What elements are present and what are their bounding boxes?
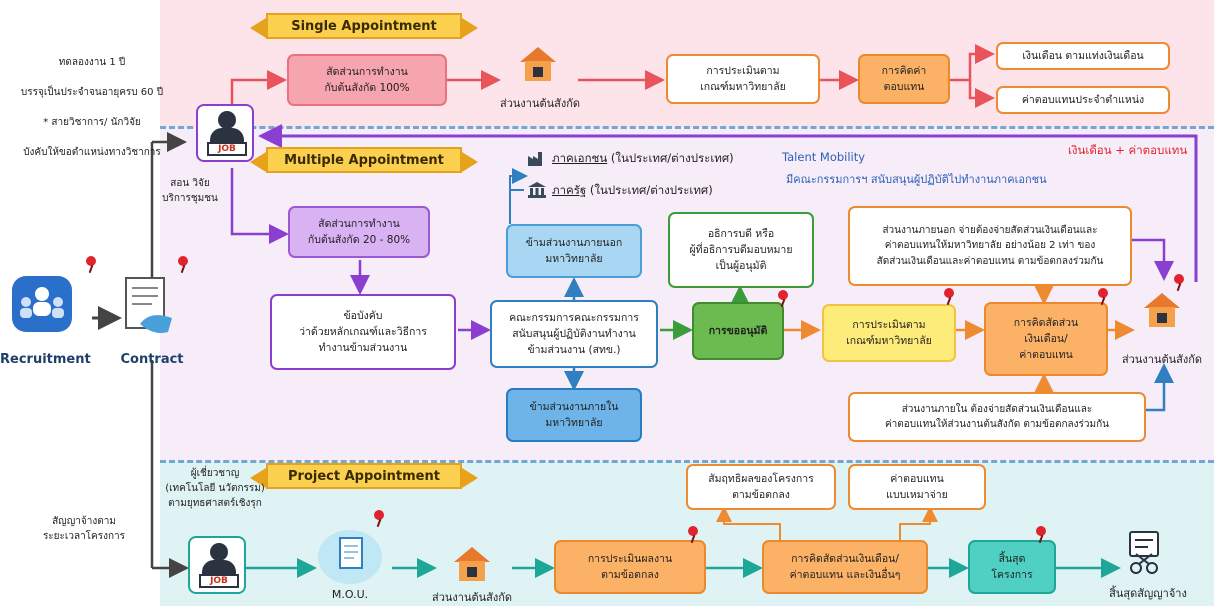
talent-mobility: Talent Mobility xyxy=(782,150,866,164)
government-building-icon xyxy=(528,182,546,198)
pushpin-icon xyxy=(944,288,954,298)
multi-home-unit-label: ส่วนงานต้นสังกัด xyxy=(1121,353,1203,366)
cross-unit-committee: คณะกรรมการคณะกรรมการ สนับสนุนผู้ปฏิบัติง… xyxy=(490,300,658,368)
single-appointment-banner: Single Appointment xyxy=(250,13,478,39)
recruitment-icon xyxy=(12,276,72,332)
internal-payment-note: ส่วนงานภายใน ต้องจ่ายสัดส่วนเงินเดือนและ… xyxy=(848,392,1146,442)
project-achievement: สัมฤทธิผลของโครงการ ตามข้อตกลง xyxy=(686,464,836,510)
single-work-ratio: สัดส่วนการทำงาน กับต้นสังกัด 100% xyxy=(287,54,447,106)
external-payment-note: ส่วนงานภายนอก จ่ายต้องจ่ายสัดส่วนเงินเดื… xyxy=(848,206,1132,286)
cross-unit-regulation: ข้อบังคับ ว่าด้วยหลักเกณฑ์และวิธีการ ทำง… xyxy=(270,294,456,370)
single-home-unit-label: ส่วนงานต้นสังกัด xyxy=(499,97,581,110)
multi-share-calculation: การคิดสัดส่วน เงินเดือน/ ค่าตอบแทน xyxy=(984,302,1108,376)
multiple-appointment-banner: Multiple Appointment xyxy=(250,147,478,173)
pushpin-icon xyxy=(86,256,96,266)
pushpin-icon xyxy=(1036,526,1046,536)
project-share-calculation: การคิดสัดส่วนเงินเดือน/ ค่าตอบแทน และเงิ… xyxy=(762,540,928,594)
trial-period-note: ทดลองงาน 1 ปี บรรจุเป็นประจำจนอายุครบ 60… xyxy=(20,57,164,158)
pushpin-icon xyxy=(1174,274,1184,284)
internal-unit-crossing: ข้ามส่วนงานภายใน มหาวิทยาลัย xyxy=(506,388,642,442)
single-compensation: การคิดค่า ตอบแทน xyxy=(858,54,950,104)
pushpin-icon xyxy=(778,290,788,300)
recruitment-label: Recruitment xyxy=(0,352,91,367)
home-unit-icon xyxy=(1140,290,1184,328)
band-divider-bottom xyxy=(160,460,1214,463)
approver-note: อธิการบดี หรือ ผู้ที่อธิการบดีมอบหมาย เป… xyxy=(668,212,814,288)
job-tag: JOB xyxy=(207,142,247,156)
duties-label: สอน วิจัย บริการชุมชน xyxy=(162,178,218,204)
pushpin-icon xyxy=(1098,288,1108,298)
public-sector: ภาครัฐ (ในประเทศ/ต่างประเทศ) xyxy=(552,183,713,197)
multi-work-ratio: สัดส่วนการทำงาน กับต้นสังกัด 20 - 80% xyxy=(288,206,430,258)
salary-by-grade: เงินเดือน ตามแท่งเงินเดือน xyxy=(996,42,1170,70)
band-divider-top xyxy=(160,126,1214,129)
factory-icon xyxy=(528,150,546,166)
contract-label: Contract xyxy=(120,352,184,367)
salary-plus-compensation: เงินเดือน + ค่าตอบแทน xyxy=(1068,143,1188,157)
mou-icon xyxy=(318,530,382,584)
mou-label: M.O.U. xyxy=(331,588,369,601)
committee-support-note: มีคณะกรรมการฯ สนับสนุนผู้ปฏิบัติไปทำงานภ… xyxy=(786,173,1047,186)
private-sector: ภาคเอกชน (ในประเทศ/ต่างประเทศ) xyxy=(552,151,734,165)
approval-request: การขออนุมัติ xyxy=(692,302,784,360)
pushpin-icon xyxy=(688,526,698,536)
single-evaluation: การประเมินตาม เกณฑ์มหาวิทยาลัย xyxy=(666,54,820,104)
home-unit-icon xyxy=(516,44,560,82)
project-end: สิ้นสุด โครงการ xyxy=(968,540,1056,594)
home-unit-icon xyxy=(450,544,494,582)
expert-note: ผู้เชี่ยวชาญ (เทคโนโลยี นวัตกรรม) ตามยุท… xyxy=(165,468,265,509)
external-unit-crossing: ข้ามส่วนงานภายนอก มหาวิทยาลัย xyxy=(506,224,642,278)
project-contract-note: สัญญาจ้างตาม ระยะเวลาโครงการ xyxy=(42,516,126,542)
pushpin-icon xyxy=(178,256,188,266)
job-icon-permanent: JOB xyxy=(196,104,254,162)
multi-evaluation: การประเมินตาม เกณฑ์มหาวิทยาลัย xyxy=(822,304,956,362)
job-icon-project: JOB xyxy=(188,536,246,594)
lump-sum-pay: ค่าตอบแทน แบบเหมาจ่าย xyxy=(848,464,986,510)
contract-icon xyxy=(122,276,176,340)
pushpin-icon xyxy=(374,510,384,520)
project-evaluation: การประเมินผลงาน ตามข้อตกลง xyxy=(554,540,706,594)
position-allowance: ค่าตอบแทนประจำตำแหน่ง xyxy=(996,86,1170,114)
project-appointment-banner: Project Appointment xyxy=(250,463,478,489)
contract-end-label: สิ้นสุดสัญญาจ้าง xyxy=(1109,587,1187,600)
contract-end-icon xyxy=(1124,530,1164,576)
job-tag: JOB xyxy=(199,574,239,588)
project-home-unit-label: ส่วนงานต้นสังกัด xyxy=(431,591,513,604)
